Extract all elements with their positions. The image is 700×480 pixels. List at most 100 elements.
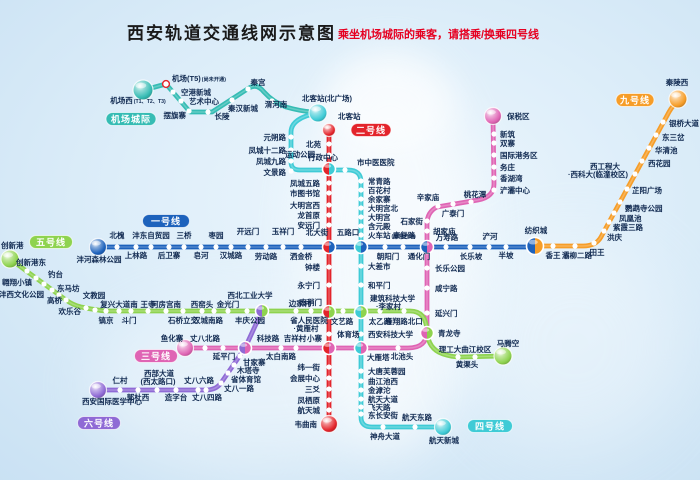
station-label: 木塔寺: [236, 365, 260, 375]
station-label-line2: ·黄雁村: [294, 323, 319, 333]
station-dot: [358, 404, 364, 410]
station-label: 曲江池西: [368, 376, 398, 386]
station-dot: [178, 98, 184, 104]
station-label: 东长安街: [368, 410, 398, 420]
station-label: 西窑头: [191, 299, 214, 309]
station-label: 韦曲南: [295, 419, 318, 429]
station-dot: [298, 244, 304, 250]
station-dot: [326, 331, 332, 337]
station-dot: [288, 158, 294, 164]
station-label: 大明宫: [368, 212, 391, 222]
line-badge-label: 四号线: [475, 420, 505, 431]
station-dot: [135, 387, 141, 393]
station-label: 郭杜西: [127, 392, 150, 402]
line-badge-l6: [77, 416, 121, 430]
station-dot: [49, 287, 55, 293]
station-label: 省体育馆: [230, 374, 261, 384]
station-label: 省人民医院: [289, 315, 328, 325]
station-label: 凤城九路: [256, 156, 286, 166]
station-dot: [572, 243, 578, 249]
station-label: 上林路: [125, 250, 148, 260]
station-dot: [326, 407, 332, 413]
station-dot: [114, 244, 120, 250]
station-dot: [326, 202, 332, 208]
station-dot: [491, 152, 497, 158]
station-label: 浐河: [483, 231, 498, 241]
station-dot: [380, 424, 386, 430]
station-dot: [237, 353, 243, 359]
station-dot: [280, 244, 286, 250]
station-dot: [269, 98, 275, 104]
station-dot: [326, 386, 332, 392]
station-dot: [491, 131, 497, 137]
gloss: [421, 328, 430, 332]
gloss: [436, 420, 446, 426]
station-label: 龙首原: [298, 210, 321, 220]
station-dot: [358, 282, 364, 288]
station-label: 斗门: [122, 315, 137, 325]
station-label: 神舟大道: [370, 431, 400, 441]
gloss: [528, 239, 538, 245]
station-dot: [293, 308, 299, 314]
station-label: 芷阳广场: [632, 185, 662, 195]
station-label: 华清池: [655, 145, 678, 155]
line-badge-l1: [142, 214, 190, 228]
station-dot: [467, 244, 473, 250]
gloss: [323, 125, 332, 129]
station-dot: [326, 397, 332, 403]
station-dot: [205, 109, 211, 115]
station-dot: [225, 370, 231, 376]
station-dot: [117, 387, 123, 393]
station-label: 大雁塔: [367, 352, 390, 362]
transfer-ring: [321, 340, 337, 356]
station-label: 鹦鹉寺公园: [624, 203, 663, 213]
station-dot: [326, 264, 332, 270]
station-dot: [231, 362, 237, 368]
station-dot: [326, 375, 332, 381]
station-label: 沣河森林公园: [77, 254, 122, 264]
station-label: 欢乐谷: [58, 306, 82, 316]
station-dot: [606, 219, 612, 225]
station-dot: [503, 244, 509, 250]
station-label: 西部大道: [144, 368, 174, 378]
station-label: 丈八六路: [184, 375, 214, 385]
station-label: 五路口: [337, 227, 360, 237]
station-dot: [326, 222, 332, 228]
station-dot: [624, 186, 630, 192]
station-label: 创新港: [0, 240, 24, 250]
station-dot: [33, 275, 39, 281]
station-label: 空港新城: [181, 87, 211, 97]
gloss: [323, 164, 332, 168]
station-label: 秦陵西: [665, 77, 689, 87]
station-label: 大明宫西: [290, 200, 320, 210]
station-label: 务庄: [500, 162, 515, 172]
station-label: 通化门: [408, 251, 431, 261]
transfer-ring: [353, 239, 369, 255]
station-dot: [288, 134, 294, 140]
station-label: 北客站(北广场): [302, 93, 352, 103]
station-dot: [358, 411, 364, 417]
transfer-ring: [419, 325, 435, 341]
station-dot: [211, 308, 217, 314]
transfer-right: [535, 237, 544, 255]
station-label: 创新港东: [15, 257, 46, 267]
line-badge-label: 二号线: [356, 124, 386, 135]
station-label: 文教园: [83, 290, 106, 300]
gloss: [486, 109, 496, 115]
station-dot: [472, 354, 478, 360]
station-label: 百花村: [368, 185, 391, 195]
station-label: 运动公园: [285, 149, 315, 159]
station-label: 鱼化寨: [161, 333, 184, 343]
gloss: [239, 343, 248, 347]
station-label: 机场西(T1、T2、T3): [110, 95, 166, 105]
station-label: 马腾空: [497, 338, 520, 348]
station-label: 大唐芙蓉园: [368, 366, 406, 376]
station-dot: [63, 297, 69, 303]
station-label: 凤凰池: [619, 213, 642, 223]
station-dot: [611, 210, 617, 216]
station-label: 阿房宫南: [151, 299, 181, 309]
station-label: 三桥: [177, 230, 192, 240]
station-label: 西北工业大学: [228, 290, 273, 300]
